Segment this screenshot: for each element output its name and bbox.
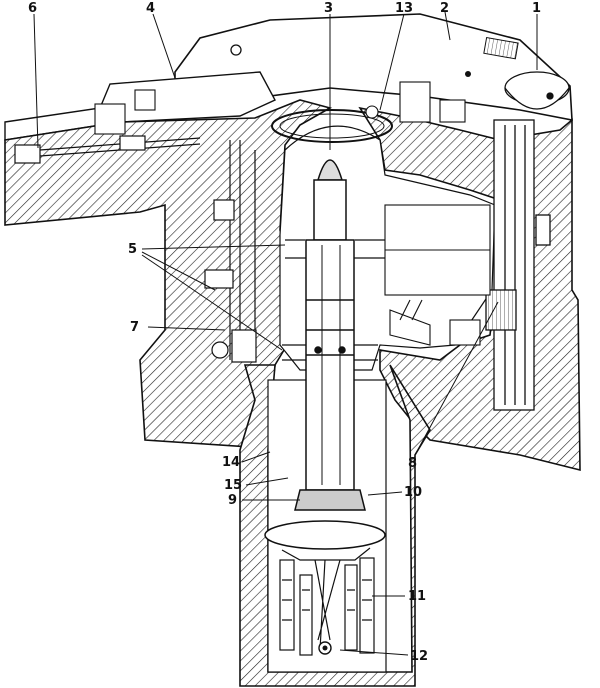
label-11: 11 [408, 589, 427, 604]
leader-6 [33, 13, 39, 149]
leader-13 [379, 13, 405, 111]
right-interior-room [384, 204, 491, 346]
shock-absorbers [279, 557, 375, 656]
lid-bolt-right [465, 71, 471, 77]
label-5: 5 [128, 242, 138, 257]
service-platforms [282, 239, 400, 361]
top-fittings [94, 81, 466, 135]
rocket-lower-stage [305, 239, 355, 491]
elevator-cabin [485, 289, 517, 331]
label-7: 7 [130, 320, 140, 335]
leader-2 [444, 11, 451, 41]
rocket-engine-skirt [294, 489, 366, 511]
label-4: 4 [146, 1, 156, 16]
label-15: 15 [224, 478, 243, 493]
leader-8 [414, 301, 499, 456]
leader-5c [141, 254, 283, 351]
rocket-upper-stage [313, 179, 347, 241]
leader-5a [141, 244, 286, 250]
drive-mechanism [14, 135, 201, 164]
leader-lines [33, 11, 538, 656]
label-14: 14 [222, 455, 241, 470]
rocket [294, 159, 366, 511]
leader-7 [147, 326, 226, 331]
label-8: 8 [408, 456, 418, 471]
label-2: 2 [440, 1, 450, 16]
left-equipment [204, 140, 257, 363]
lid-hatch-plate [483, 36, 519, 60]
label-13: 13 [395, 1, 414, 16]
leader-14 [241, 451, 271, 463]
leader-10 [367, 491, 403, 496]
lid-bolt-left [230, 44, 242, 56]
label-12: 12 [410, 649, 429, 664]
label-6: 6 [28, 1, 38, 16]
right-elevator [485, 71, 570, 411]
leader-5b [141, 251, 216, 291]
launch-platform [264, 520, 386, 550]
leader-12 [339, 649, 409, 656]
label-3: 3 [324, 1, 334, 16]
elevator-column [493, 119, 535, 411]
leader-4 [152, 13, 176, 79]
label-1: 1 [532, 1, 542, 16]
label-10: 10 [404, 485, 423, 500]
label-9: 9 [228, 493, 238, 508]
shaft-top-ring [271, 109, 393, 143]
leader-15 [245, 477, 289, 486]
